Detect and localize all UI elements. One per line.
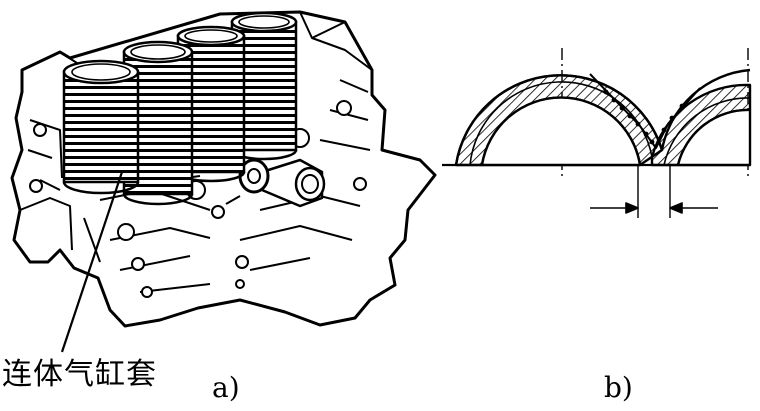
cylinder-liner-callout-label: 连体气缸套 <box>2 357 157 392</box>
panel-a-label: a) <box>212 371 240 404</box>
cylinder-liner-1 <box>62 59 140 195</box>
left-liner-outer-edge <box>454 74 664 166</box>
liner-cross-section <box>442 48 752 218</box>
panel-b-label: b) <box>604 371 633 404</box>
right-liner-inner-bore <box>676 108 752 167</box>
cylinder-liner-set <box>62 11 298 206</box>
callout-leader-line <box>60 171 124 353</box>
left-liner-inner-bore <box>480 96 642 167</box>
dimension-arrows <box>590 202 718 214</box>
